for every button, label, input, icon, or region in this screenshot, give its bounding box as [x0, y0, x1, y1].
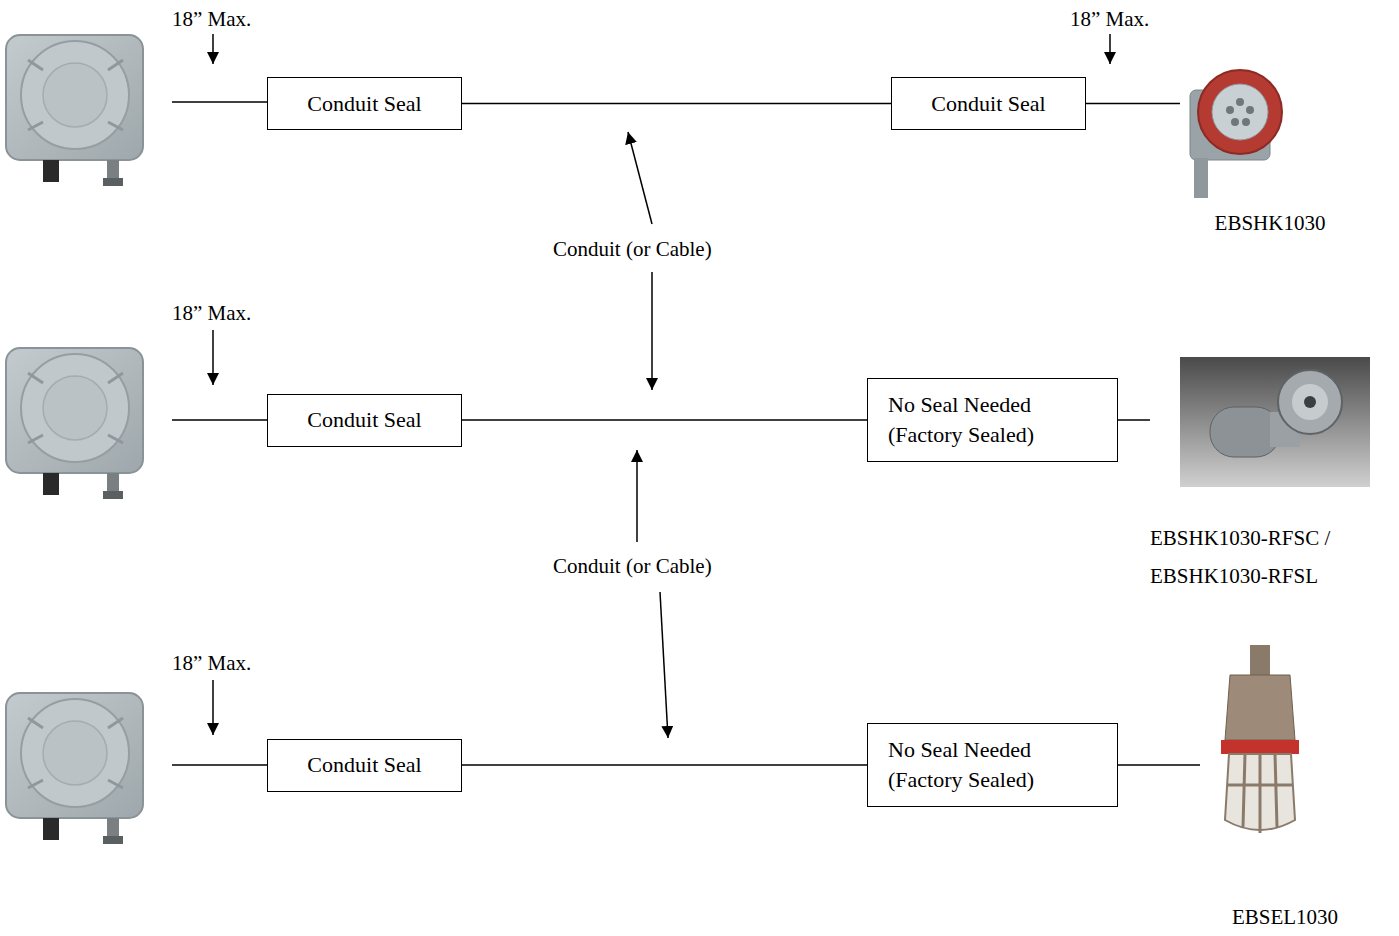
box-label: No Seal Needed (Factory Sealed): [888, 390, 1097, 450]
note-label: 18” Max.: [170, 650, 253, 676]
device-image: [1180, 357, 1386, 487]
device-image: [1180, 50, 1360, 200]
seal-box: No Seal Needed (Factory Sealed): [867, 378, 1118, 462]
enclosure-image: [6, 693, 143, 844]
note-label: 18” Max.: [1068, 6, 1151, 32]
part-number: EBSEL1030: [1200, 898, 1370, 936]
seal-box: Conduit Seal: [267, 739, 462, 792]
part-number: EBSHK1030-RFSC / EBSHK1030-RFSL: [1150, 519, 1386, 595]
note-label: Conduit (or Cable): [551, 553, 714, 579]
box-label: Conduit Seal: [288, 750, 441, 780]
seal-box: Conduit Seal: [891, 77, 1086, 130]
note-label: Conduit (or Cable): [551, 236, 714, 262]
box-label: No Seal Needed (Factory Sealed): [888, 735, 1097, 795]
note-label: 18” Max.: [170, 300, 253, 326]
conduit-line: [462, 419, 867, 421]
conduit-line: [462, 103, 891, 105]
device-figure: EBSHK1030-RFSC / EBSHK1030-RFSL: [1150, 357, 1386, 595]
seal-box: Conduit Seal: [267, 77, 462, 130]
box-label: Conduit Seal: [288, 405, 441, 435]
box-label: Conduit Seal: [288, 89, 441, 119]
seal-box: No Seal Needed (Factory Sealed): [867, 723, 1118, 807]
device-figure: EBSHK1030: [1180, 50, 1360, 242]
device-figure: EBSEL1030: [1200, 645, 1370, 936]
enclosure-image: [6, 348, 143, 499]
conduit-line: [1086, 103, 1180, 105]
enclosure-image: [6, 35, 143, 186]
box-label: Conduit Seal: [912, 89, 1065, 119]
seal-box: Conduit Seal: [267, 394, 462, 447]
conduit-line: [1118, 764, 1200, 766]
conduit-line: [462, 764, 867, 766]
part-number: EBSHK1030: [1180, 204, 1360, 242]
conduit-line: [1118, 419, 1150, 421]
note-label: 18” Max.: [170, 6, 253, 32]
device-image: [1215, 645, 1370, 840]
